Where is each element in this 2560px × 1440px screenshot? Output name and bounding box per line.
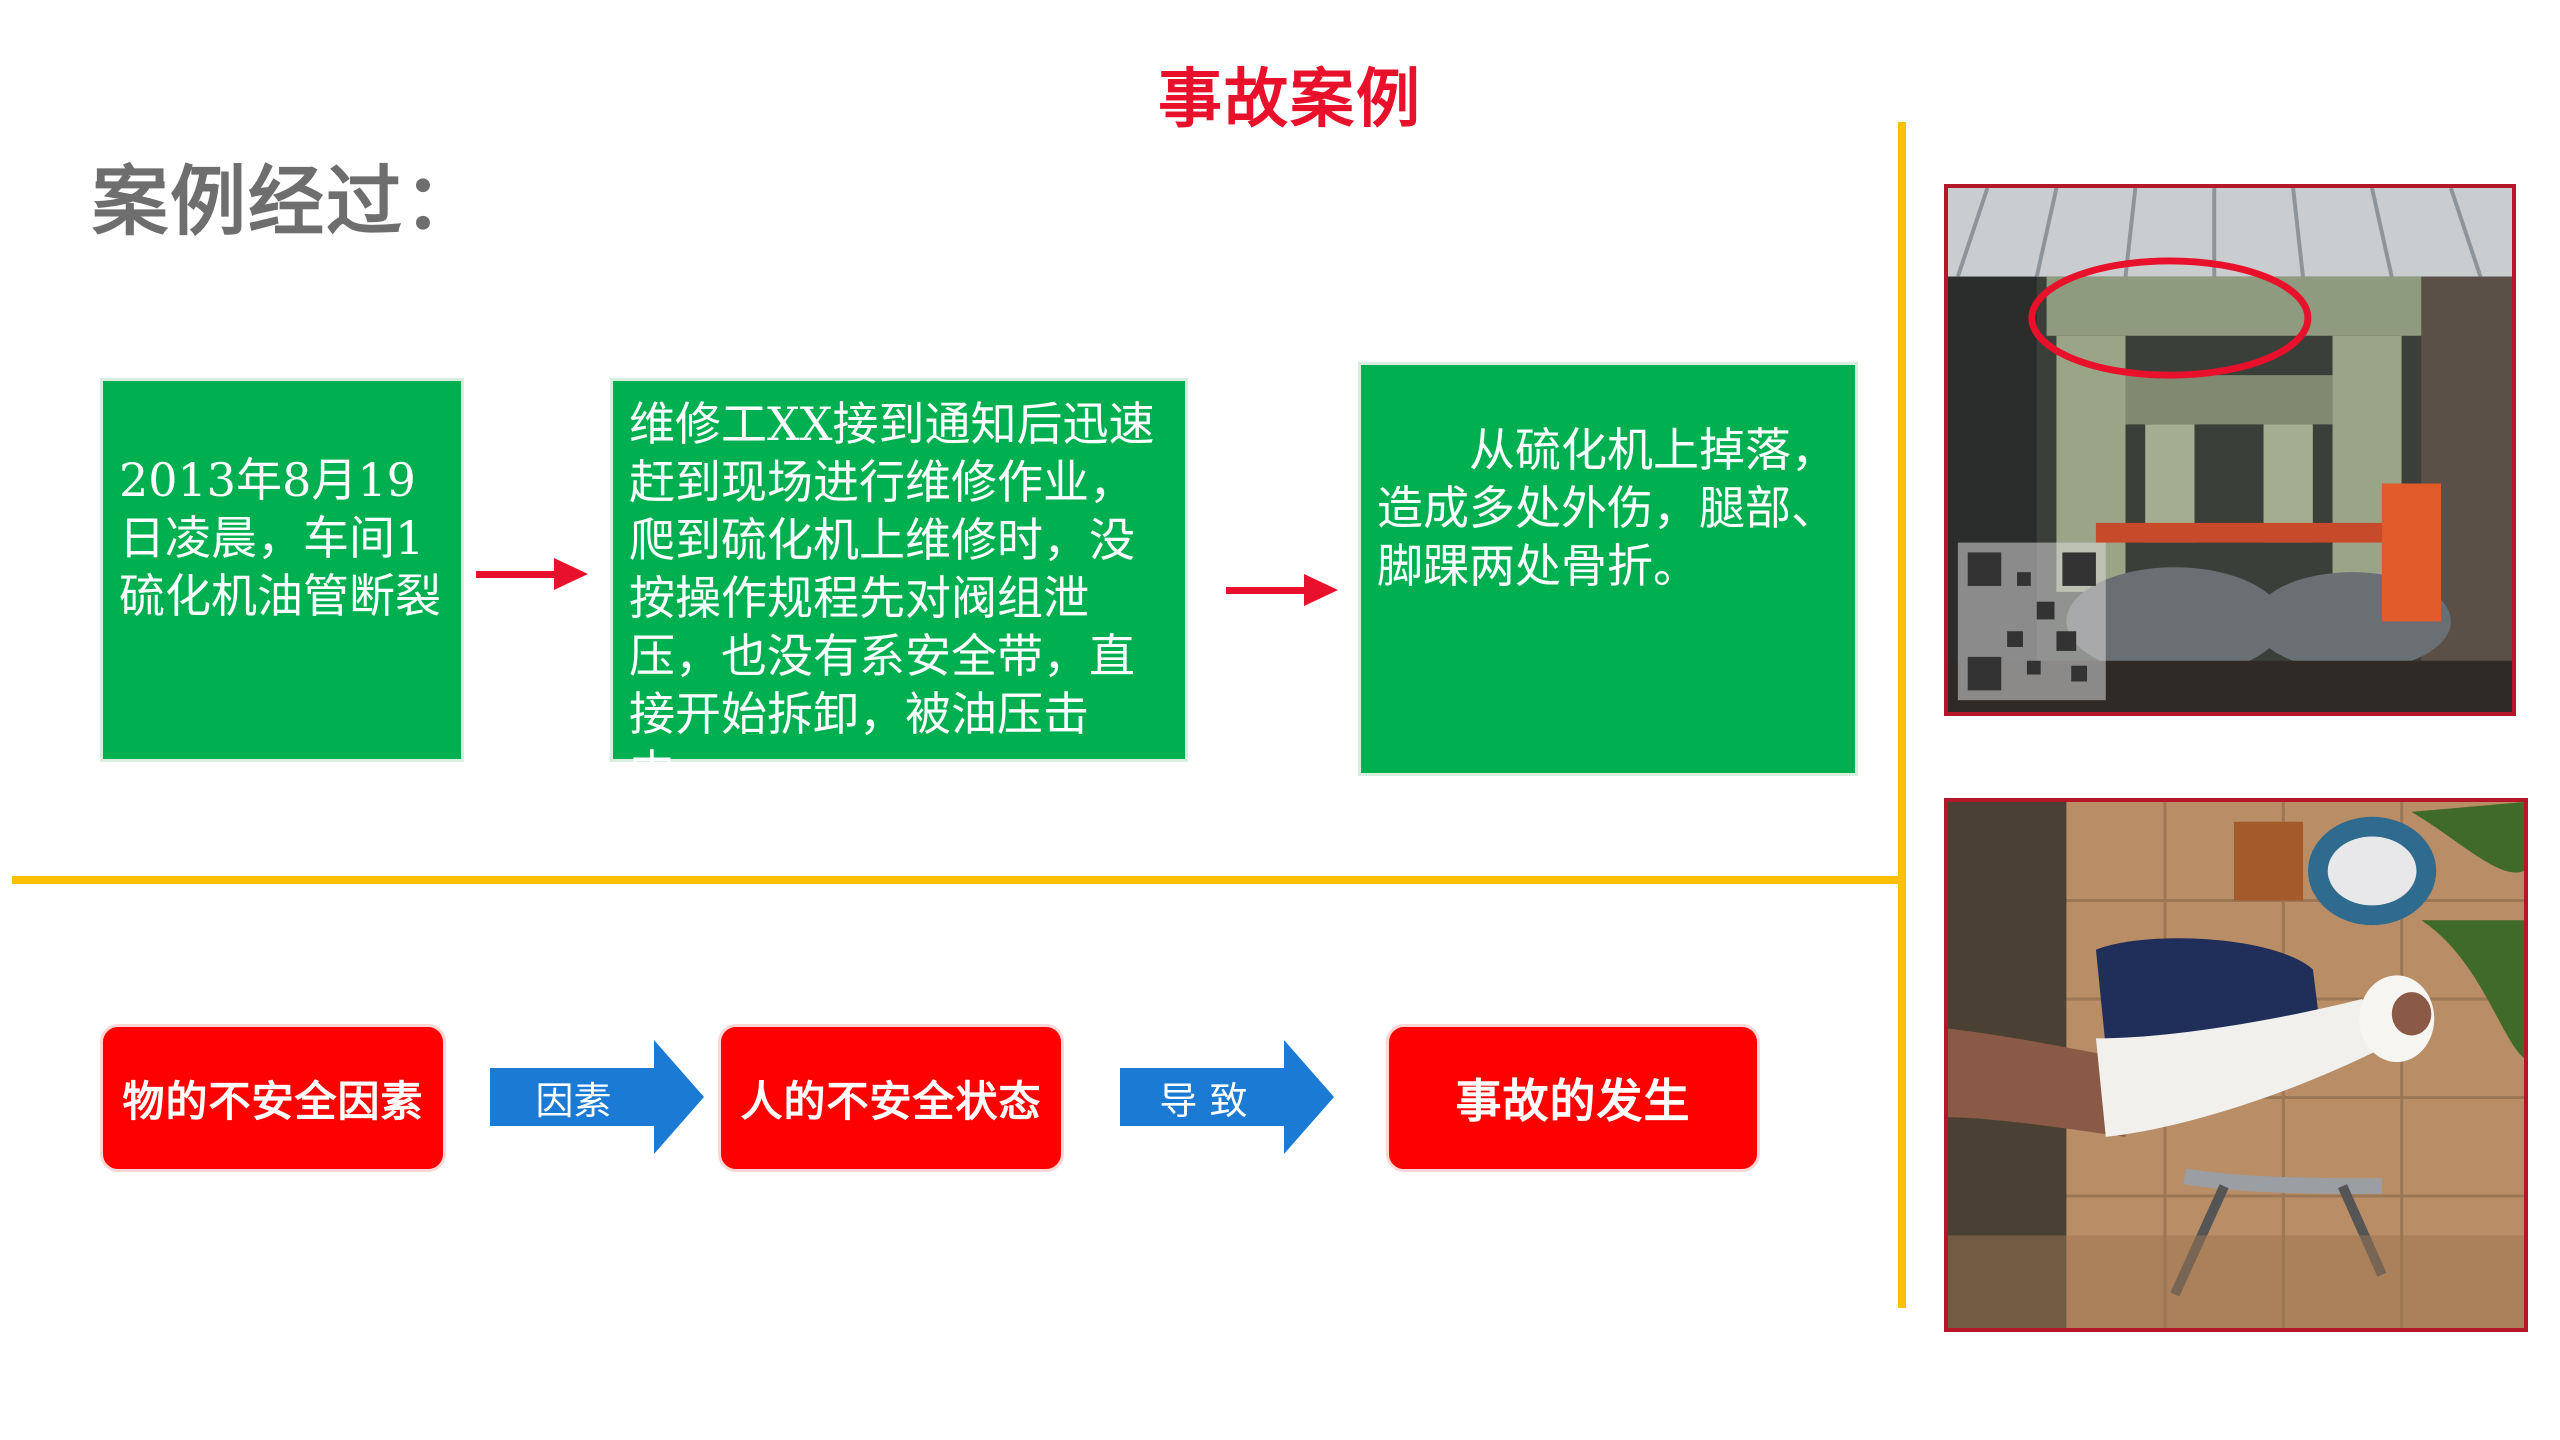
blue-arrow-1: 因素: [490, 1040, 704, 1154]
step-box-1: 2013年8月19日凌晨，车间1硫化机油管断裂: [100, 378, 464, 762]
cause-box-1: 物的不安全因素: [100, 1024, 446, 1172]
horizontal-divider: [12, 876, 1902, 884]
step-text-1: 2013年8月19日凌晨，车间1硫化机油管断裂: [119, 453, 441, 623]
cause-box-3: 事故的发生: [1386, 1024, 1760, 1172]
injury-image: [1948, 802, 2524, 1328]
section-label: 案例经过：: [92, 157, 482, 246]
step-text-2: 维修工XX接到通知后迅速赶到现场进行维修作业，爬到硫化机上维修时，没按操作规程先…: [629, 397, 1155, 799]
red-arrow-1: [476, 558, 588, 590]
step-box-2: 维修工XX接到通知后迅速赶到现场进行维修作业，爬到硫化机上维修时，没按操作规程先…: [610, 378, 1188, 799]
machine-photo: [1944, 184, 2516, 716]
connector-label-1: 因素: [535, 1078, 612, 1123]
cause-text-3: 事故的发生: [1455, 1074, 1691, 1128]
cause-box-2: 人的不安全状态: [718, 1024, 1064, 1172]
cause-text-2: 人的不安全状态: [740, 1076, 1042, 1126]
injury-photo: [1944, 798, 2528, 1332]
blue-arrow-2: 导 致: [1120, 1040, 1334, 1154]
red-arrow-2: [1226, 574, 1338, 606]
vertical-divider: [1898, 122, 1906, 1308]
step-text-3: 从硫化机上掉落，造成多处外伤，腿部、脚踝两处骨折。: [1377, 423, 1837, 593]
connector-label-2: 导 致: [1159, 1078, 1248, 1123]
step-box-3: 从硫化机上掉落，造成多处外伤，腿部、脚踝两处骨折。: [1358, 362, 1858, 776]
cause-text-1: 物的不安全因素: [122, 1076, 424, 1126]
slide-title: 事故案例: [1158, 63, 1422, 137]
machine-image: [1948, 188, 2512, 712]
